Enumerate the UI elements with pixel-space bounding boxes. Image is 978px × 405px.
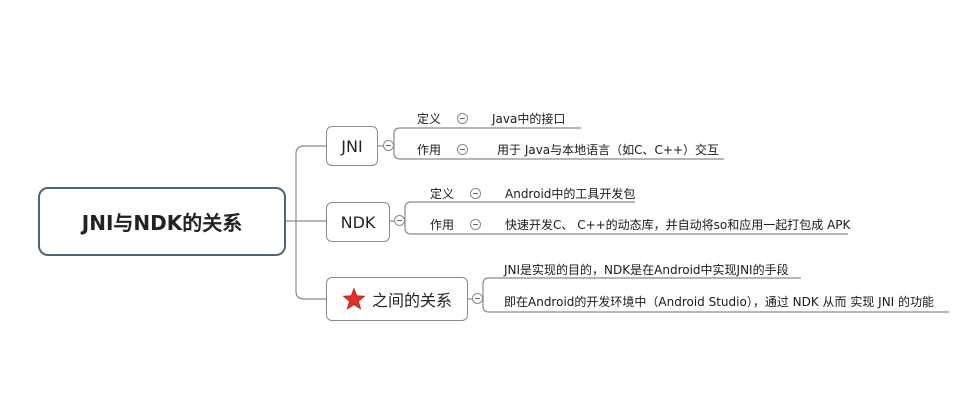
relation-note: 即在Android的开发环境中（Android Studio），通过 NDK 从… <box>504 295 935 309</box>
collapse-toggle-icon[interactable] <box>457 144 468 155</box>
relation-note: JNI是实现的目的，NDK是在Android中实现JNI的手段 <box>504 263 789 277</box>
root-label: JNI与NDK的关系 <box>81 211 243 235</box>
branch-node-relation[interactable]: 之间的关系 <box>326 277 468 321</box>
collapse-toggle-icon[interactable] <box>470 188 481 199</box>
branch-label: 之间的关系 <box>371 291 452 310</box>
branch-label: NDK <box>340 212 376 232</box>
item-value: Java中的接口 <box>492 112 566 126</box>
item-key: 定义 <box>417 112 442 126</box>
item-key: 作用 <box>417 143 442 157</box>
branch-label: JNI <box>341 136 363 156</box>
root-node[interactable]: JNI与NDK的关系 <box>38 187 286 256</box>
collapse-toggle-icon[interactable] <box>457 113 468 124</box>
branch-node-ndk[interactable]: NDK <box>326 202 390 242</box>
item-value: 用于 Java与本地语言（如C、C++）交互 <box>497 143 720 157</box>
item-value: 快速开发C、 C++的动态库，并自动将so和应用一起打包成 APK <box>505 218 851 232</box>
collapse-toggle-icon[interactable] <box>383 140 394 151</box>
item-key: 定义 <box>430 187 455 201</box>
item-value: Android中的工具开发包 <box>505 187 636 201</box>
collapse-toggle-icon[interactable] <box>394 215 405 226</box>
branch-node-jni[interactable]: JNI <box>326 126 378 166</box>
collapse-toggle-icon[interactable] <box>470 219 481 230</box>
item-key: 作用 <box>430 218 455 232</box>
collapse-toggle-icon[interactable] <box>472 293 483 304</box>
red-star-icon <box>342 287 366 311</box>
